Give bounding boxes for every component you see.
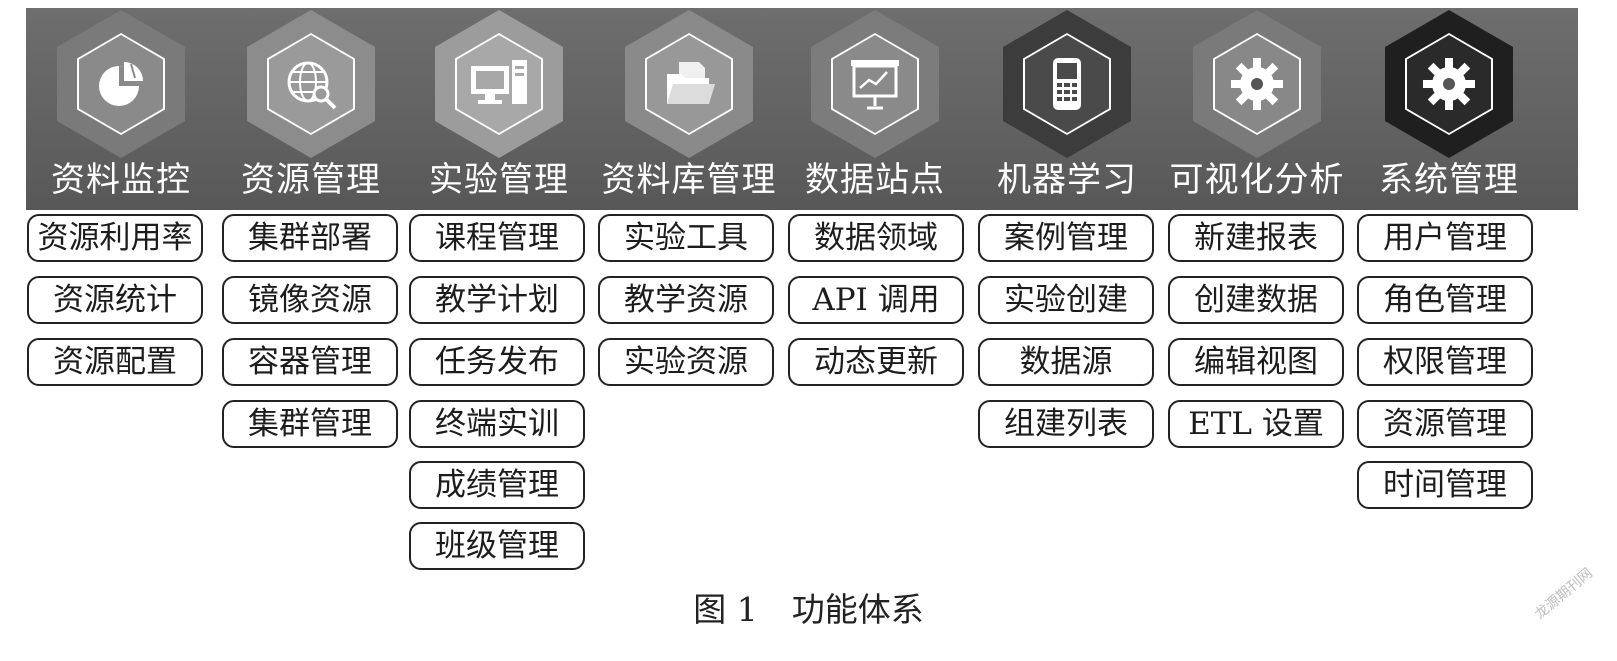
- figure-number: 图 1: [693, 590, 758, 629]
- gear-icon: [1231, 58, 1283, 110]
- figure-title: 功能体系: [791, 590, 924, 629]
- function-box: 资源管理: [1357, 400, 1533, 448]
- module-title: 可视化分析: [1169, 160, 1345, 200]
- figure-caption: 图 1 功能体系: [0, 586, 1617, 634]
- gear-icon: [1423, 58, 1475, 110]
- function-box: 资源配置: [27, 338, 203, 386]
- module-title: 资料监控: [51, 160, 191, 200]
- module-header: 可视化分析: [1160, 8, 1354, 210]
- computer-icon: [471, 60, 527, 104]
- function-box: 组建列表: [978, 400, 1154, 448]
- module-title: 实验管理: [429, 160, 569, 200]
- function-box: 集群管理: [222, 400, 398, 448]
- function-box: 班级管理: [409, 522, 585, 570]
- module-header: 机器学习: [970, 8, 1164, 210]
- folder-icon: [667, 62, 715, 104]
- function-box: 教学计划: [409, 276, 585, 324]
- module-title: 机器学习: [997, 160, 1137, 200]
- function-box: 动态更新: [788, 338, 964, 386]
- function-box: 容器管理: [222, 338, 398, 386]
- function-box: 实验工具: [598, 214, 774, 262]
- function-box: 编辑视图: [1168, 338, 1344, 386]
- module-header: 资源管理: [214, 8, 408, 210]
- function-box: 镜像资源: [222, 276, 398, 324]
- function-box: 成绩管理: [409, 461, 585, 509]
- module-header: 资料库管理: [592, 8, 786, 210]
- function-box: 资源利用率: [27, 214, 203, 262]
- function-box: 终端实训: [409, 400, 585, 448]
- module-header: 资料监控: [24, 8, 218, 210]
- module-header: 数据站点: [778, 8, 972, 210]
- function-box: 时间管理: [1357, 461, 1533, 509]
- function-box: 新建报表: [1168, 214, 1344, 262]
- function-box: 数据源: [978, 338, 1154, 386]
- function-box: 集群部署: [222, 214, 398, 262]
- function-box: 实验资源: [598, 338, 774, 386]
- globe-search-icon: [287, 61, 337, 110]
- function-box: ETL 设置: [1168, 400, 1344, 448]
- function-box: 用户管理: [1357, 214, 1533, 262]
- presentation-board-icon: [851, 60, 899, 110]
- function-box: 创建数据: [1168, 276, 1344, 324]
- function-box: 权限管理: [1357, 338, 1533, 386]
- function-box: 资源统计: [27, 276, 203, 324]
- function-box: 角色管理: [1357, 276, 1533, 324]
- module-header: 实验管理: [402, 8, 596, 210]
- function-box: 任务发布: [409, 338, 585, 386]
- module-header: 系统管理: [1352, 8, 1546, 210]
- module-title: 数据站点: [805, 160, 945, 200]
- function-box: 案例管理: [978, 214, 1154, 262]
- function-box: 教学资源: [598, 276, 774, 324]
- module-title: 资料库管理: [601, 160, 777, 200]
- mobile-phone-icon: [1053, 58, 1081, 110]
- function-box: 数据领域: [788, 214, 964, 262]
- function-box: 课程管理: [409, 214, 585, 262]
- module-title: 资源管理: [241, 160, 381, 200]
- module-title: 系统管理: [1379, 160, 1519, 200]
- function-box: 实验创建: [978, 276, 1154, 324]
- function-box: API 调用: [788, 276, 964, 324]
- pie-chart-icon: [99, 62, 143, 106]
